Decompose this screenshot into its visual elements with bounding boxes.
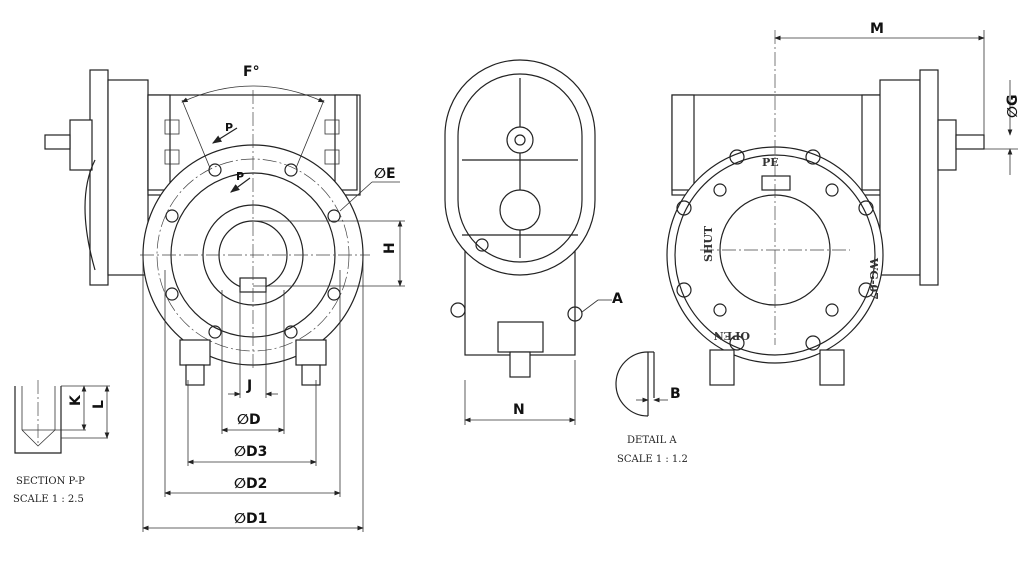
extension-line — [181, 99, 211, 169]
plate-bolt — [713, 303, 727, 317]
detail-a: B DETAIL A SCALE 1 : 1.2 — [615, 351, 688, 465]
housing-flange-left — [147, 94, 171, 191]
actuator-body — [107, 79, 149, 276]
dim-n: N — [513, 402, 525, 418]
hex-bolt — [509, 351, 531, 378]
actuator-hub — [69, 119, 93, 171]
bolt-hole — [165, 287, 179, 301]
section-p-p: K L SECTION P-P SCALE 1 : 2.5 — [13, 380, 110, 505]
foot-right — [295, 339, 327, 366]
indicator-plate-rim — [674, 154, 876, 356]
oval-cover-inner — [457, 73, 583, 263]
housing-bolt — [324, 119, 340, 135]
engraving-brand: PE — [762, 156, 779, 169]
actuator-flange — [89, 69, 109, 286]
dim-d: ∅D — [237, 412, 261, 428]
bolt-hole — [208, 325, 222, 339]
dim-e: ∅E — [374, 166, 396, 182]
lifting-eye — [450, 302, 466, 318]
plate-bolt — [858, 282, 874, 298]
plate-bolt — [858, 200, 874, 216]
plate-bolt — [825, 183, 839, 197]
detail-a-location — [567, 306, 583, 322]
section-mark-p-lower: P — [236, 170, 244, 183]
foot — [497, 321, 544, 353]
section-scale: SCALE 1 : 2.5 — [13, 494, 84, 505]
front-view-left: F° P P ∅E H J ∅D ∅D3 ∅D2 ∅D1 — [44, 64, 405, 532]
cover-boss — [499, 189, 541, 231]
actuator-flange — [919, 69, 939, 286]
grease-fitting-center — [514, 134, 526, 146]
plate-bolt — [729, 149, 745, 165]
grease-fitting — [506, 126, 534, 154]
plate-bolt — [825, 303, 839, 317]
bolt-hole — [284, 163, 298, 177]
plate-bolt — [729, 335, 745, 351]
dim-m: M — [870, 21, 884, 37]
section-outline — [14, 386, 62, 454]
housing-flange-right — [334, 94, 358, 191]
side-view-middle: N A — [444, 59, 623, 425]
bolt-hole — [327, 209, 341, 223]
detail-outline — [615, 351, 649, 417]
leader-line — [339, 181, 373, 212]
bolt-hole — [208, 163, 222, 177]
plate-bolt — [805, 335, 821, 351]
actuator-curve — [84, 159, 96, 271]
dim-j: J — [246, 378, 252, 394]
plate-bolts — [676, 149, 874, 351]
hex-bolt-right — [301, 364, 321, 386]
actuator-body — [879, 79, 921, 276]
section-title: SECTION P-P — [16, 476, 85, 487]
detail-title: DETAIL A — [627, 435, 677, 446]
plate-bolt — [805, 149, 821, 165]
section-arrow-lower — [230, 177, 251, 193]
cover-plug — [475, 238, 489, 252]
hex-bolt-left — [185, 364, 205, 386]
dim-k: K — [68, 394, 84, 406]
plate-bolt — [676, 282, 692, 298]
bolt-hole — [165, 209, 179, 223]
extension-line — [295, 99, 325, 169]
engraving-model: WG-07 — [867, 257, 880, 300]
callout-a: A — [612, 291, 623, 307]
hex-bolt-left — [709, 349, 735, 386]
housing-bolt — [324, 149, 340, 165]
section-mark-p-upper: P — [225, 121, 233, 134]
dim-f-angle: F° — [243, 64, 260, 80]
leader-line — [581, 299, 599, 313]
actuator-hub — [937, 119, 957, 171]
angle-dimension-arc — [181, 85, 325, 103]
dim-l: L — [91, 400, 107, 409]
plate-bolt — [713, 183, 727, 197]
input-shaft — [44, 134, 71, 150]
output-shaft — [955, 134, 985, 150]
engraving-shut: SHUT — [702, 225, 715, 262]
housing-bolt — [164, 149, 180, 165]
bolt-hole — [284, 325, 298, 339]
dim-d3: ∅D3 — [234, 444, 267, 460]
housing-bolt — [164, 119, 180, 135]
dim-h: H — [382, 242, 398, 254]
nameplate-slot — [761, 175, 791, 191]
plate-bolt — [676, 200, 692, 216]
hex-bolt-right — [819, 349, 845, 386]
rear-view-right: PE SHUT WG-07 OPEN M ∅G — [666, 21, 1021, 386]
dim-d1: ∅D1 — [234, 511, 267, 527]
dim-d2: ∅D2 — [234, 476, 267, 492]
foot-left — [179, 339, 211, 366]
section-arrow-upper — [211, 127, 238, 144]
drill-point — [21, 429, 56, 447]
dim-g: ∅G — [1005, 95, 1021, 118]
engraving-open: OPEN — [714, 329, 750, 342]
housing-flange-left — [671, 94, 695, 191]
detail-scale: SCALE 1 : 1.2 — [617, 454, 688, 465]
dim-b: B — [670, 386, 681, 402]
